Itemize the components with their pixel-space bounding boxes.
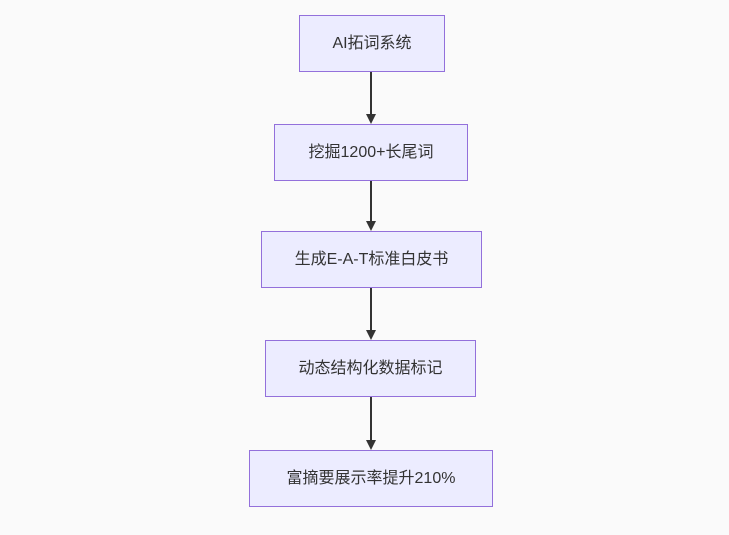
- flow-node-longtail-mining: 挖掘1200+长尾词: [274, 124, 468, 181]
- arrowhead-down-icon: [366, 221, 376, 231]
- arrow-line: [370, 397, 372, 440]
- flow-node-eat-whitepaper: 生成E-A-T标准白皮书: [261, 231, 482, 288]
- flow-node-label: AI拓词系统: [332, 34, 412, 52]
- flow-node-rich-snippet-rate: 富摘要展示率提升210%: [249, 450, 493, 507]
- flow-node-label: 动态结构化数据标记: [298, 359, 443, 377]
- flow-node-label: 富摘要展示率提升210%: [286, 469, 456, 487]
- arrow-line: [370, 181, 372, 221]
- arrow-line: [370, 72, 372, 114]
- flow-node-structured-data-markup: 动态结构化数据标记: [265, 340, 476, 397]
- flow-node-ai-word-expansion: AI拓词系统: [299, 15, 445, 72]
- arrow-line: [370, 288, 372, 330]
- arrowhead-down-icon: [366, 114, 376, 124]
- arrowhead-down-icon: [366, 330, 376, 340]
- arrowhead-down-icon: [366, 440, 376, 450]
- flow-node-label: 挖掘1200+长尾词: [308, 143, 434, 161]
- flow-node-label: 生成E-A-T标准白皮书: [294, 250, 449, 268]
